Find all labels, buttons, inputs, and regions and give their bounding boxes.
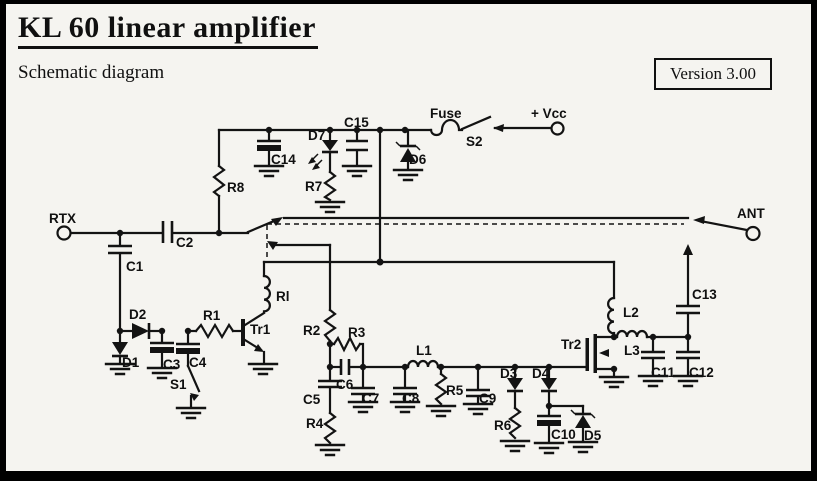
label-l3: L3: [624, 343, 640, 358]
relay-pole1-tx-contact: [267, 241, 332, 250]
zener-d6: [392, 128, 424, 182]
capacitor-c4: [176, 329, 200, 354]
label-c13: C13: [692, 287, 717, 302]
resistor-r4: [314, 386, 346, 457]
label-r6: R6: [494, 418, 512, 433]
label-c6: C6: [336, 377, 354, 392]
label-d7: D7: [308, 128, 325, 143]
inductor-l2: [607, 296, 616, 339]
capacitor-c2: [161, 221, 250, 243]
label-r7: R7: [305, 179, 322, 194]
rtx-terminal: [56, 225, 163, 241]
label-r3: R3: [348, 325, 366, 340]
label-d1: D1: [122, 355, 140, 370]
resistor-r8: [212, 164, 226, 235]
switch-s2: [460, 115, 553, 132]
label-d4: D4: [532, 366, 550, 381]
resistor-r7: [314, 150, 346, 214]
label-tr2: Tr2: [561, 337, 581, 352]
relay-pole2-tx-contact-arrow-icon: [683, 244, 693, 255]
zener-d5: [547, 404, 599, 454]
label-d2: D2: [129, 307, 146, 322]
resistor-r1: [186, 322, 243, 340]
switch-s1: [175, 352, 207, 420]
top-rail-wire: [217, 128, 433, 168]
capacitor-c13: [676, 244, 700, 339]
label-ant: ANT: [737, 206, 765, 221]
label-c11: C11: [651, 365, 676, 380]
page-subtitle: Schematic diagram: [18, 62, 165, 83]
capacitor-c15: [341, 128, 373, 178]
mosfet-arrow-icon: [599, 349, 609, 357]
resistor-r3: [328, 335, 365, 369]
label-r5: R5: [446, 383, 464, 398]
label-vcc: + Vcc: [531, 106, 567, 121]
label-l1: L1: [416, 343, 432, 358]
capacitor-c9: [462, 365, 494, 416]
label-c7: C7: [362, 391, 379, 406]
label-c12: C12: [689, 365, 714, 380]
label-c15: C15: [344, 115, 369, 130]
label-r1: R1: [203, 308, 221, 323]
label-c8: C8: [402, 391, 420, 406]
s2-contact-arrow-icon: [493, 124, 504, 132]
label-c14: C14: [271, 152, 296, 167]
label-r8: R8: [227, 180, 245, 195]
resistor-r2: [323, 243, 337, 369]
label-tr1: Tr1: [250, 322, 271, 337]
label-c2: C2: [176, 235, 193, 250]
label-c1: C1: [126, 259, 144, 274]
label-d3: D3: [500, 366, 518, 381]
junction-dots: [116, 126, 692, 410]
page-title: KL 60 linear amplifier: [18, 11, 318, 49]
label-fuse: Fuse: [430, 106, 462, 121]
label-rtx: RTX: [49, 211, 76, 226]
transistor-tr1: [241, 311, 279, 376]
diode-d2: [118, 323, 164, 339]
label-c9: C9: [479, 391, 496, 406]
mosfet-tr2: [585, 334, 630, 389]
supply-distribution-wire: [262, 260, 616, 300]
fuse-symbol: [429, 118, 464, 137]
relay-linkage-dashed: [266, 223, 684, 260]
label-c5: C5: [303, 392, 321, 407]
relay-pole1-arm: [246, 217, 283, 234]
resistor-r6: [499, 389, 531, 453]
label-c4: C4: [189, 355, 207, 370]
label-s2: S2: [466, 134, 483, 149]
relay-coil-rl: [262, 260, 271, 313]
label-r2: R2: [303, 323, 320, 338]
version-badge: Version 3.00: [654, 58, 772, 90]
label-r4: R4: [306, 416, 324, 431]
capacitor-c7: [347, 365, 379, 414]
ant-terminal: [693, 216, 761, 242]
version-text: Version 3.00: [670, 64, 756, 83]
label-rl: Rl: [276, 289, 290, 304]
vcc-terminal: [550, 121, 565, 136]
inductor-l1: [406, 359, 440, 369]
label-c10: C10: [551, 427, 576, 442]
label-c3: C3: [163, 357, 181, 372]
label-s1: S1: [170, 377, 187, 392]
capacitor-c8: [389, 365, 421, 414]
label-d6: D6: [409, 152, 427, 167]
label-d5: D5: [584, 428, 602, 443]
label-l2: L2: [623, 305, 639, 320]
